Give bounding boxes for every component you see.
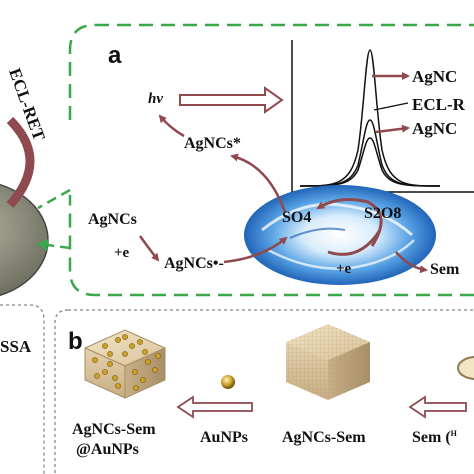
s2o8-loop-arrow	[316, 198, 383, 247]
ecl-curve-1	[299, 49, 441, 187]
aunp-dot	[122, 351, 128, 357]
curve-label-3: AgNC	[412, 119, 458, 138]
agncs-label: AgNCs	[88, 211, 137, 228]
agncs-radical-label: AgNCs•-	[164, 255, 224, 272]
aunp-dot	[152, 367, 158, 373]
aunp-dot	[112, 375, 118, 381]
sem-label-small: H	[450, 429, 457, 438]
ssa-label: SSA	[0, 337, 32, 356]
plus-e-left-label: +e	[114, 245, 130, 261]
aunp-dot	[102, 343, 108, 349]
agncs-radical-to-so4-arrow	[223, 236, 288, 264]
aunp-dot	[107, 361, 113, 367]
water-reaction-ellipse	[244, 185, 436, 285]
aunp-ball	[221, 375, 235, 389]
sem-label-text: Sem (	[412, 429, 451, 446]
agncs-sem-to-aunps-hollow-arrow	[176, 395, 253, 419]
ecl-curve-2	[299, 119, 441, 187]
agncs-sem-label: AgNCs-Sem	[282, 429, 366, 446]
so4-label: SO4	[282, 209, 312, 226]
panel-a-letter: a	[108, 42, 122, 69]
ecl-curve-3	[299, 137, 441, 187]
aunp-dot	[132, 369, 138, 375]
aunp-dot	[137, 339, 143, 345]
panel-a-connector-top	[37, 188, 71, 210]
curve-arrow-2	[373, 102, 409, 111]
hv-label: hv	[148, 91, 163, 107]
agncs-sem-cube	[286, 324, 370, 400]
aunp-dot	[142, 349, 148, 355]
sem-label: Sem (H	[412, 430, 457, 446]
panel-a-dashed-border	[68, 23, 474, 297]
aunp-dot	[155, 353, 161, 359]
ecl-ret-curved-arrow	[6, 116, 35, 208]
aunp-dot	[145, 359, 151, 365]
agncs-star-to-hv-arrow	[158, 114, 185, 138]
agncs-sem-aunps-cube	[83, 329, 167, 399]
sem-to-agncs-sem-hollow-arrow	[408, 395, 467, 419]
aunp-dot	[115, 337, 121, 343]
ssa-dotted-border	[0, 304, 45, 474]
aunp-dot	[107, 351, 113, 357]
aunp-dot	[122, 334, 128, 340]
s2o8-to-so4-arrow	[327, 229, 382, 256]
to-sem-arrow	[395, 251, 428, 274]
aunp-dot	[102, 369, 108, 375]
agncs-sem-aunps-label-line1: AgNCs-Sem	[72, 421, 156, 438]
panel-a-connector-bottom	[36, 239, 71, 252]
s2o8-label: S2O8	[364, 205, 402, 222]
aunps-dots-on-cube	[92, 334, 161, 391]
agncs-to-radical-arrow	[138, 235, 160, 262]
panel-b-dotted-border	[54, 309, 474, 474]
aunp-dot	[133, 385, 139, 391]
panel-b-letter: b	[68, 328, 83, 355]
plus-e-bottom-label: +e	[336, 261, 352, 277]
electrode-disc	[0, 183, 49, 297]
curve-label-2: ECL-R	[412, 95, 465, 114]
aunp-dot	[129, 343, 135, 349]
agncs-star-label: AgNCs*	[184, 135, 241, 152]
curve-label-1: AgNC	[412, 67, 458, 86]
hv-hollow-arrow	[179, 86, 284, 114]
sem-disc	[457, 356, 474, 380]
aunps-label: AuNPs	[200, 429, 249, 446]
aunp-dot	[92, 357, 98, 363]
so4-to-agncs-star-arrow	[230, 153, 287, 213]
aunp-dot	[115, 383, 121, 389]
agncs-sem-aunps-label-line2: @AuNPs	[76, 441, 139, 458]
ecl-spectrum-box	[291, 40, 474, 193]
aunp-dot	[94, 373, 100, 379]
sem-radical-label: Sem	[430, 261, 460, 278]
curve-arrow-3	[375, 124, 410, 134]
aunp-dot	[140, 377, 146, 383]
